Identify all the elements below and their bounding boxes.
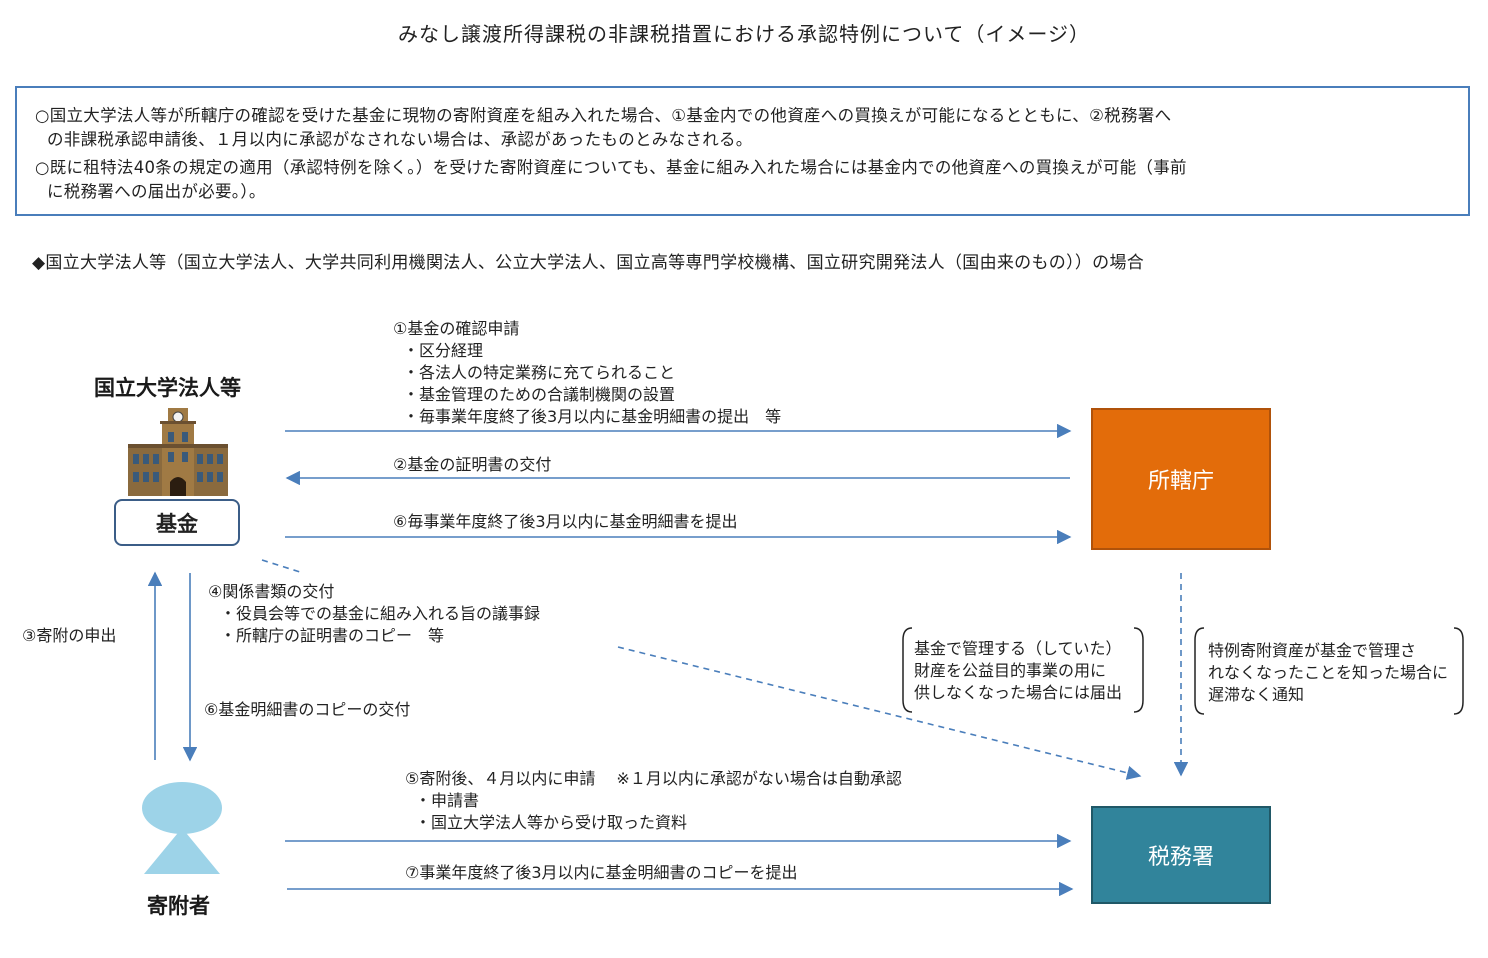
flow-5-item: ・申請書: [415, 791, 480, 810]
fund-box: 基金: [114, 499, 240, 546]
note-left-line: 基金で管理する（していた）: [914, 639, 1122, 658]
notice-box: ○国立大学法人等が所轄庁の確認を受けた基金に現物の寄附資産を組み入れた場合、①基…: [15, 86, 1470, 216]
flow-4-item: ・所轄庁の証明書のコピー 等: [220, 626, 445, 645]
notice-line-1: ○国立大学法人等が所轄庁の確認を受けた基金に現物の寄附資産を組み入れた場合、①基…: [35, 106, 1172, 125]
flow-7-label: ⑦事業年度終了後3月以内に基金明細書のコピーを提出: [405, 863, 798, 882]
arrow-dashed-fund-to-tax-2: [617, 646, 1142, 780]
flow-5-group: ⑤寄附後、４月以内に申請 ※１月以内に承認がない場合は自動承認 ・申請書 ・国立…: [405, 768, 902, 834]
flow-1-item: ・各法人の特定業務に充てられること: [403, 363, 676, 382]
university-building-icon: [128, 408, 228, 496]
notice-line-4: に税務署への届出が必要。）。: [47, 182, 266, 201]
org-label: 国立大学法人等: [94, 376, 241, 400]
flow-1-item: ・基金管理のための合議制機関の設置: [403, 385, 676, 404]
tax-office-box: 税務署: [1091, 806, 1271, 904]
notice-line-2: の非課税承認申請後、１月以内に承認がなされない場合は、承認があったものとみなされ…: [47, 130, 753, 149]
flow-3-label: ③寄附の申出: [22, 626, 117, 645]
note-right-line: 特例寄附資産が基金で管理さ: [1208, 641, 1417, 660]
flow-6b-label: ⑥基金明細書のコピーの交付: [204, 700, 411, 719]
donor-label: 寄附者: [147, 894, 210, 918]
note-left: 基金で管理する（していた） 財産を公益目的事業の用に 供しなくなった場合には届出: [914, 638, 1122, 704]
note-right-bracket-close: [1453, 627, 1464, 715]
flow-1-item: ・区分経理: [403, 341, 484, 360]
note-left-line: 供しなくなった場合には届出: [914, 683, 1123, 702]
page-title: みなし譲渡所得課税の非課税措置における承認特例について（イメージ）: [398, 22, 1090, 46]
note-left-line: 財産を公益目的事業の用に: [914, 661, 1107, 680]
arrow-dashed-fund-to-tax: [261, 559, 301, 573]
flow-1-group: ①基金の確認申請 ・区分経理 ・各法人の特定業務に充てられること ・基金管理のた…: [393, 318, 781, 428]
flow-5-heading: ⑤寄附後、４月以内に申請 ※１月以内に承認がない場合は自動承認: [405, 769, 902, 788]
flow-4-heading: ④関係書類の交付: [208, 582, 335, 601]
note-right-line: 遅滞なく通知: [1208, 685, 1305, 704]
flow-2-label: ②基金の証明書の交付: [393, 455, 552, 474]
flow-4-group: ④関係書類の交付 ・役員会等での基金に組み入れる旨の議事録 ・所轄庁の証明書のコ…: [208, 581, 540, 647]
flow-6a-label: ⑥毎事業年度終了後3月以内に基金明細書を提出: [393, 512, 738, 531]
note-right: 特例寄附資産が基金で管理さ れなくなったことを知った場合に 遅滞なく通知: [1208, 640, 1448, 706]
flow-1-item: ・毎事業年度終了後3月以内に基金明細書の提出 等: [403, 407, 782, 426]
flow-1-heading: ①基金の確認申請: [393, 319, 520, 338]
person-icon: [140, 782, 224, 876]
flow-5-item: ・国立大学法人等から受け取った資料: [415, 813, 688, 832]
note-left-bracket-close: [1133, 627, 1144, 713]
note-right-line: れなくなったことを知った場合に: [1208, 663, 1449, 682]
note-left-bracket-open: [902, 627, 913, 713]
notice-line-3: ○既に租特法40条の規定の適用（承認特例を除く。）を受けた寄附資産についても、基…: [35, 158, 1187, 177]
note-right-bracket-open: [1194, 627, 1205, 715]
flow-4-item: ・役員会等での基金に組み入れる旨の議事録: [220, 604, 541, 623]
scope-heading: ◆国立大学法人等（国立大学法人、大学共同利用機関法人、公立大学法人、国立高等専門…: [32, 253, 1145, 273]
authority-box: 所轄庁: [1091, 408, 1271, 550]
